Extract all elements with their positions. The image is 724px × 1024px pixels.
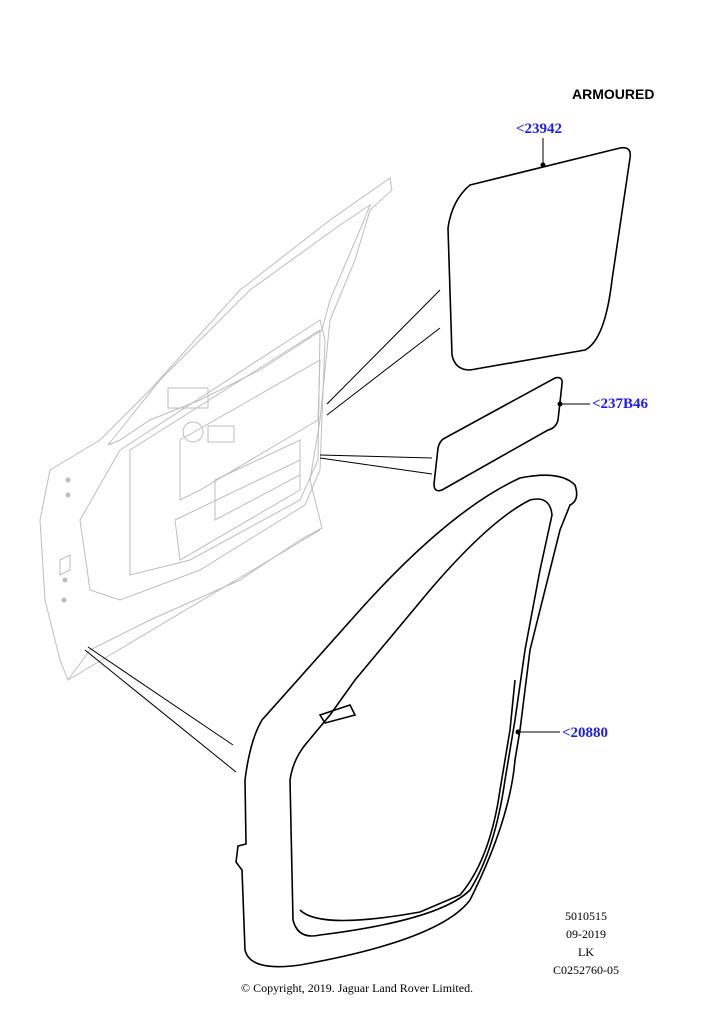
- door-assembly: [39, 177, 393, 682]
- callout-23942[interactable]: <23942: [516, 121, 563, 137]
- copyright: © Copyright, 2019. Jaguar Land Rover Lim…: [241, 981, 474, 995]
- ref-code: LK: [578, 945, 594, 959]
- reference-block: 5010515 09-2019 LK C0252760-05: [536, 907, 636, 979]
- ref-number: 5010515: [565, 909, 607, 923]
- armoured-glass-panel[interactable]: [447, 146, 632, 371]
- armoured-trim-panel[interactable]: [433, 376, 563, 492]
- page-title: ARMOURED: [572, 86, 655, 102]
- callout-237b46[interactable]: <237B46: [592, 396, 649, 412]
- callout-20880[interactable]: <20880: [562, 725, 609, 741]
- ref-date: 09-2019: [566, 927, 606, 941]
- door-seal[interactable]: [235, 474, 578, 968]
- leader-lines: [84, 138, 590, 773]
- ref-illustration-id: C0252760-05: [553, 963, 619, 977]
